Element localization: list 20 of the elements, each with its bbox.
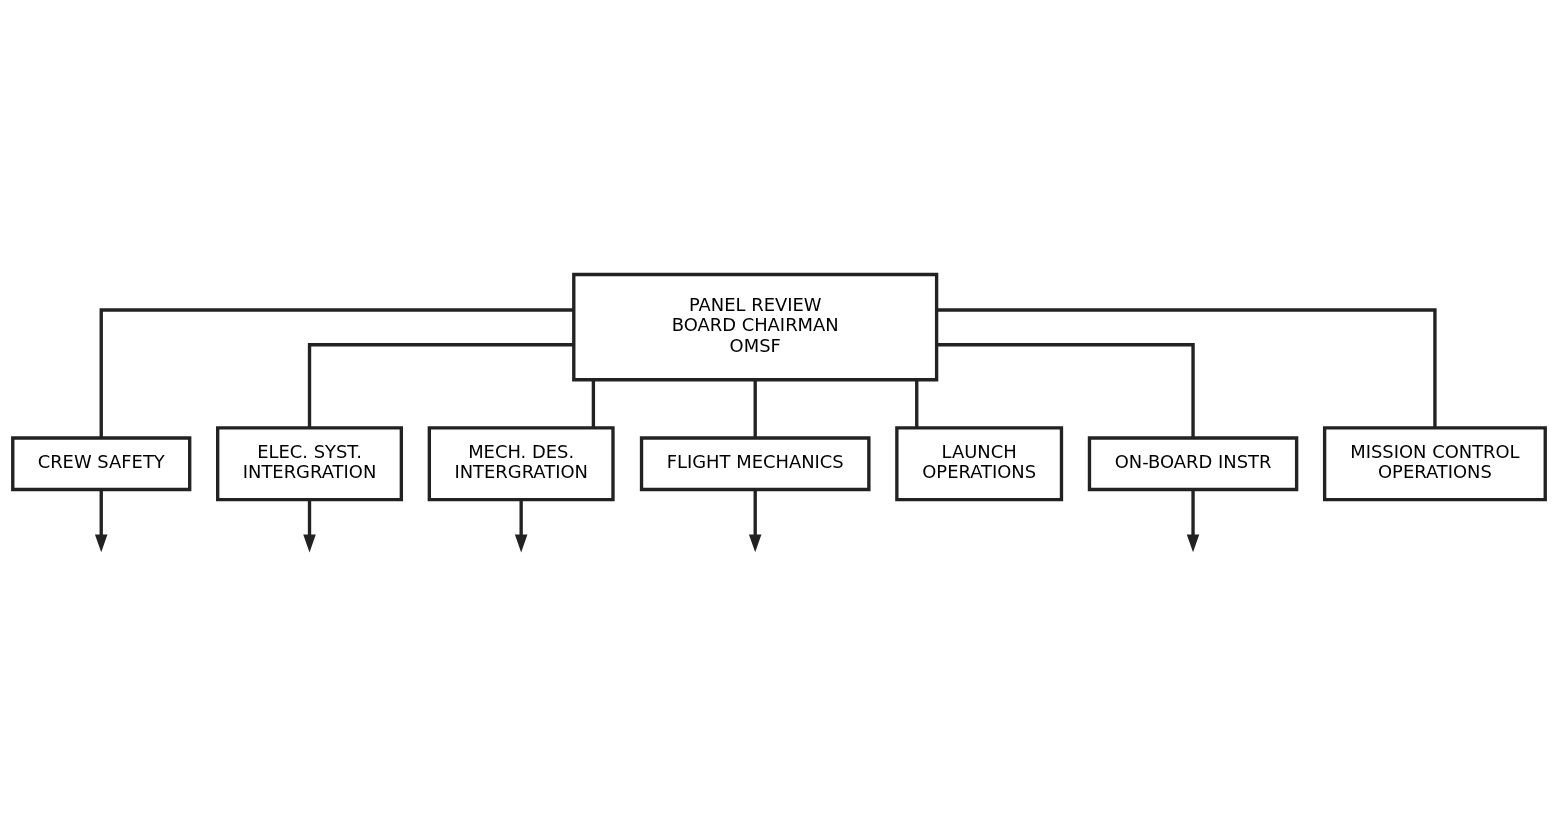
- arrow: [303, 499, 316, 553]
- node-box: MISSION CONTROL OPERATIONS: [1322, 425, 1547, 501]
- node-box: ON-BOARD INSTR: [1087, 435, 1299, 491]
- node-box: FLIGHT MECHANICS: [639, 435, 871, 491]
- node-box: CREW SAFETY: [11, 435, 192, 491]
- node-box: PANEL REVIEW BOARD CHAIRMAN OMSF: [572, 272, 939, 381]
- arrow: [514, 499, 528, 553]
- arrow: [1186, 489, 1200, 552]
- node-box: MECH. DES. INTERGRATION: [427, 425, 615, 501]
- connector: [915, 379, 919, 427]
- connector: [99, 307, 574, 438]
- node-box: ELEC. SYST. INTERGRATION: [216, 425, 403, 501]
- connector: [936, 307, 1437, 428]
- connector: [936, 342, 1195, 438]
- connector: [591, 379, 596, 427]
- connector: [753, 379, 757, 438]
- arrow: [94, 489, 108, 552]
- arrow: [748, 489, 762, 552]
- node-box: LAUNCH OPERATIONS: [895, 425, 1064, 501]
- connector: [307, 342, 574, 428]
